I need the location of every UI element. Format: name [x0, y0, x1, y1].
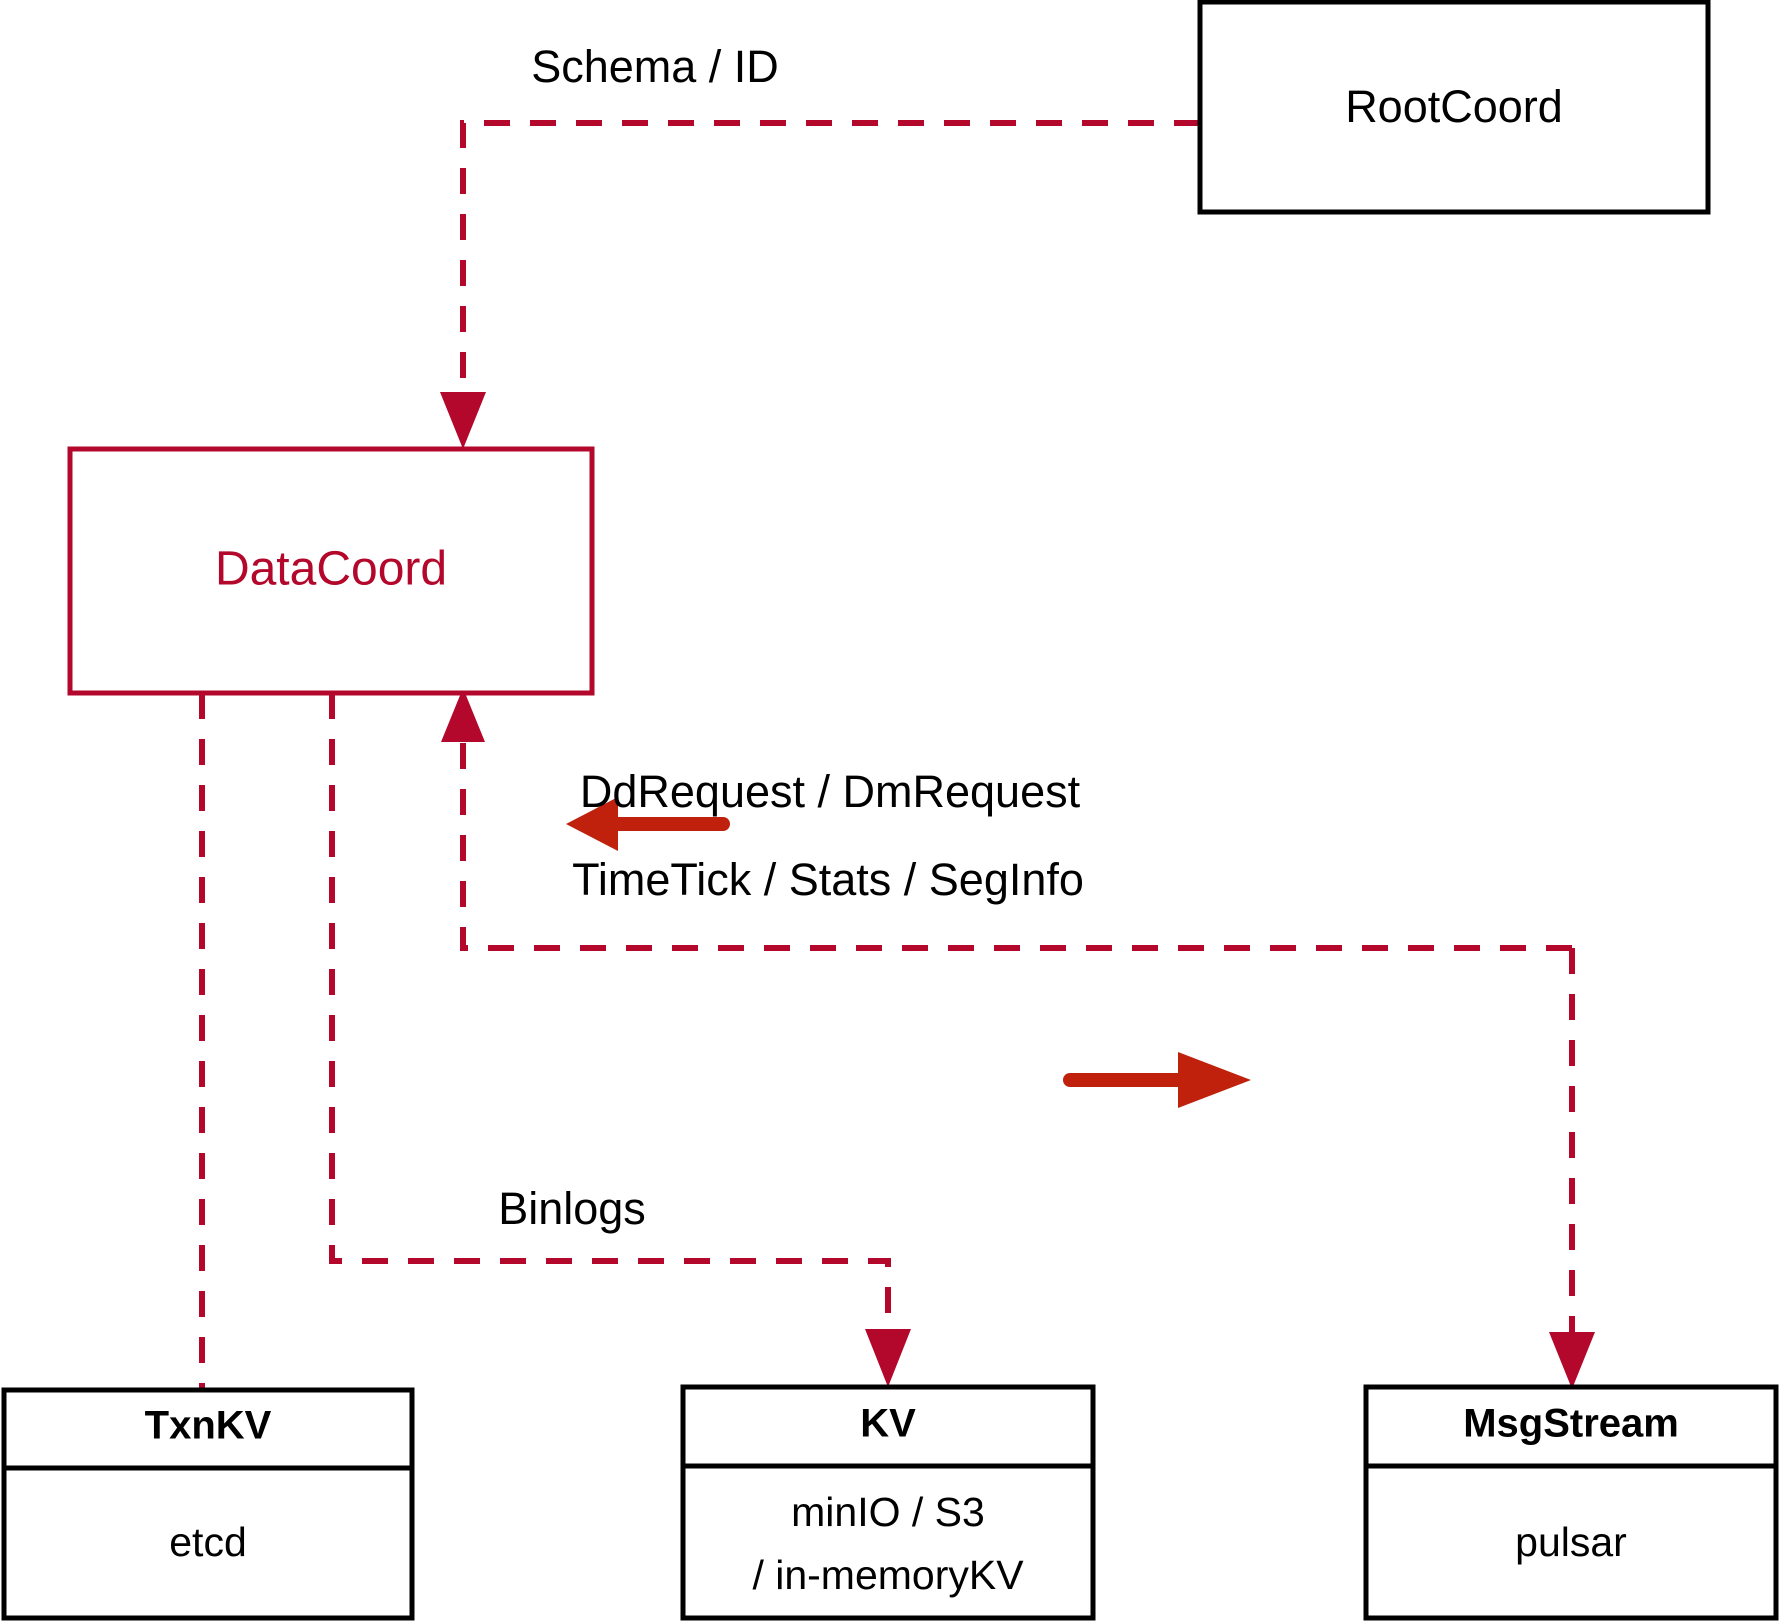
node-kv-title: KV [860, 1402, 916, 1446]
edge-label-dd-dm-request: DdRequest / DmRequest [580, 766, 1081, 817]
node-datacoord-box[interactable] [67, 446, 595, 696]
node-datacoord-label: DataCoord [215, 543, 447, 596]
node-msgstream-box[interactable] [1363, 1384, 1779, 1621]
node-txnkv-impl: etcd [169, 1519, 247, 1565]
node-kv-box[interactable] [680, 1384, 1096, 1621]
edge-dd-dm-request-path [460, 700, 1572, 951]
edge-label-binlogs: Binlogs [498, 1183, 646, 1234]
direction-arrow-right [1063, 1052, 1251, 1108]
edge-label-timetick-stats-seginfo: TimeTick / Stats / SegInfo [572, 854, 1084, 905]
node-kv-impl-line2: / in-memoryKV [752, 1552, 1024, 1598]
edge-schema-id: Schema / ID [440, 41, 1200, 449]
edge-schema-id-path [460, 120, 1200, 395]
edge-label-schema-id: Schema / ID [531, 41, 779, 92]
edge-msgstream-bus: DdRequest / DmRequest TimeTick / Stats /… [441, 688, 1595, 1389]
node-txnkv-title: TxnKV [145, 1404, 272, 1448]
node-rootcoord[interactable]: RootCoord [1197, 0, 1711, 215]
node-msgstream[interactable]: MsgStream pulsar [1363, 1384, 1779, 1621]
edge-timetick-arrowhead [1549, 1332, 1595, 1389]
edge-binlogs-arrowhead [865, 1329, 911, 1387]
edge-schema-id-arrowhead [440, 392, 486, 449]
node-datacoord[interactable]: DataCoord [67, 446, 595, 696]
node-msgstream-impl: pulsar [1515, 1519, 1627, 1565]
node-txnkv-box[interactable] [1, 1387, 415, 1621]
node-rootcoord-box[interactable] [1197, 0, 1711, 215]
node-rootcoord-label: RootCoord [1345, 81, 1563, 132]
direction-arrow-left [566, 797, 730, 851]
node-msgstream-title: MsgStream [1463, 1402, 1679, 1446]
edge-binlogs-path [329, 693, 891, 1330]
node-txnkv[interactable]: TxnKV etcd [1, 1387, 415, 1621]
edge-binlogs: Binlogs [329, 693, 911, 1387]
edge-dd-dm-request-arrowhead [441, 688, 485, 742]
node-kv-impl-line1: minIO / S3 [791, 1489, 985, 1535]
node-kv[interactable]: KV minIO / S3 / in-memoryKV [680, 1384, 1096, 1621]
